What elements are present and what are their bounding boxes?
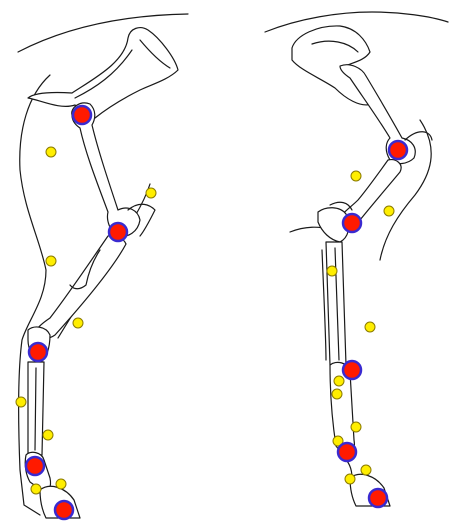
surface-marker [361, 465, 371, 475]
joint-marker [338, 443, 356, 461]
surface-marker [345, 474, 355, 484]
joint-marker [389, 141, 407, 159]
surface-marker [334, 376, 344, 386]
surface-marker [73, 318, 83, 328]
joint-marker [29, 343, 47, 361]
surface-marker [43, 430, 53, 440]
surface-marker [16, 397, 26, 407]
surface-marker [46, 256, 56, 266]
hindlimb-body-outline [265, 12, 448, 32]
surface-marker [351, 171, 361, 181]
surface-marker [31, 484, 41, 494]
surface-marker [56, 479, 66, 489]
joint-marker [369, 489, 387, 507]
joint-marker [109, 223, 127, 241]
surface-marker [351, 422, 361, 432]
joint-marker [73, 106, 91, 124]
surface-marker [146, 188, 156, 198]
surface-marker [332, 389, 342, 399]
surface-marker [384, 206, 394, 216]
joint-marker [26, 457, 44, 475]
surface-marker [46, 147, 56, 157]
joint-marker [343, 214, 361, 232]
joint-markers [26, 106, 407, 519]
surface-marker [365, 322, 375, 332]
joint-marker [343, 361, 361, 379]
joint-marker [55, 501, 73, 519]
surface-marker [327, 266, 337, 276]
forelimb-scapula [28, 28, 178, 118]
forelimb-panel [18, 14, 188, 518]
